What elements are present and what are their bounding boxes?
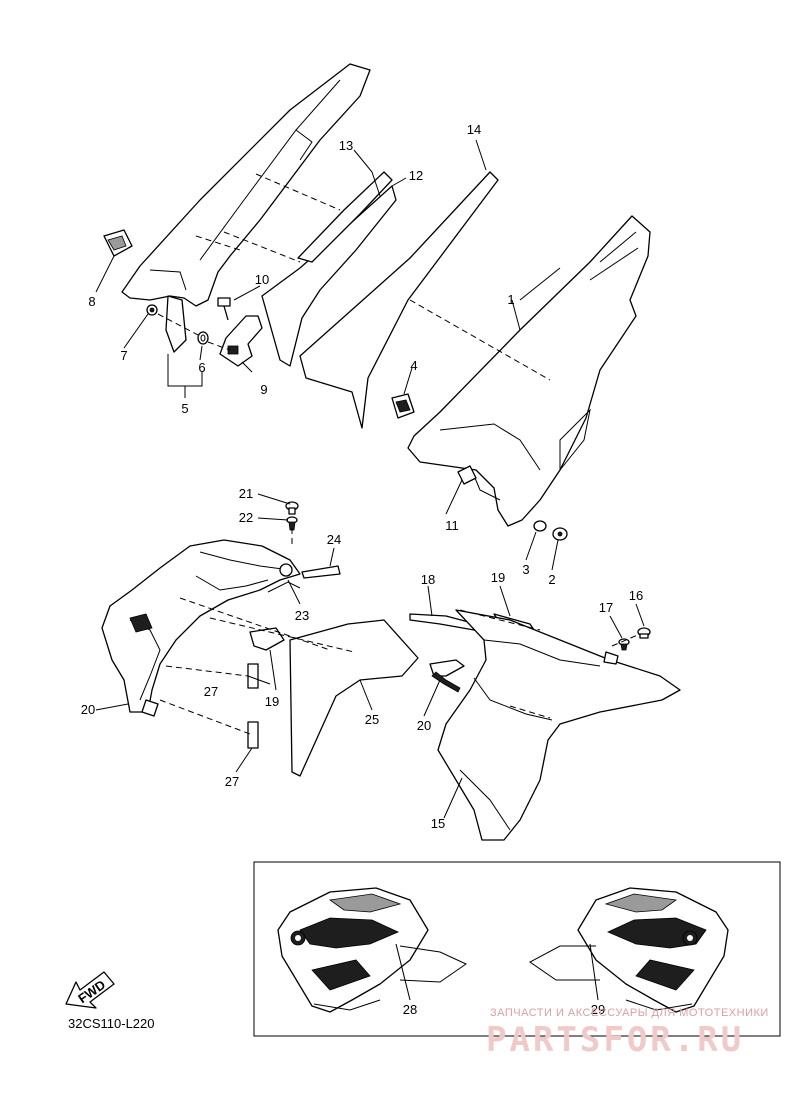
callout-6: 6 xyxy=(198,360,205,375)
callout-1: 1 xyxy=(507,292,514,307)
callout-21: 20 xyxy=(81,702,95,717)
part-25-strip xyxy=(301,565,341,579)
part-27-pad-lower xyxy=(247,721,259,749)
callout-19: 19 xyxy=(491,570,505,585)
part-20-pad-right xyxy=(429,659,465,677)
callout-9: 9 xyxy=(260,382,267,397)
callout-numbers: 14 13 12 1 10 8 7 6 9 5 4 11 3 2 21 22 2… xyxy=(81,122,643,1017)
part-26-sheet xyxy=(289,619,419,777)
callout-22: 21 xyxy=(239,486,253,501)
callout-12: 12 xyxy=(409,168,423,183)
callout-13: 13 xyxy=(339,138,353,153)
callout-26: 25 xyxy=(365,712,379,727)
callout-8: 8 xyxy=(88,294,95,309)
part-16-bolt xyxy=(637,627,651,639)
decal-29-right-graphic xyxy=(529,887,729,1013)
callout-18: 18 xyxy=(421,572,435,587)
diagram-code: 32CS110-L220 xyxy=(68,1016,155,1031)
leader-29 xyxy=(589,943,599,1001)
part-20-pad-right-edge xyxy=(431,671,461,693)
part-10-bolt xyxy=(217,297,231,321)
callout-27-lower: 27 xyxy=(225,774,239,789)
part-7-bolt xyxy=(146,304,158,316)
callout-20-right: 20 xyxy=(417,718,431,733)
callout-25: 24 xyxy=(327,532,341,547)
callout-5: 5 xyxy=(181,401,188,416)
callout-15: 15 xyxy=(431,816,445,831)
leader-28 xyxy=(395,943,411,1001)
callout-2: 2 xyxy=(548,572,555,587)
part-2-bolt xyxy=(552,527,568,541)
part-1-side-cover xyxy=(407,215,651,527)
fwd-arrow-icon: FWD xyxy=(65,971,115,1009)
callout-7: 7 xyxy=(120,348,127,363)
part-14-panel xyxy=(299,171,499,429)
part-6-washer xyxy=(197,331,209,345)
callout-24: 23 xyxy=(295,608,309,623)
part-9-nut xyxy=(227,345,239,355)
callout-4: 4 xyxy=(410,358,417,373)
part-9-bracket xyxy=(219,315,263,367)
part-13-strip xyxy=(297,171,393,263)
callout-10: 10 xyxy=(255,272,269,287)
callout-17: 17 xyxy=(599,600,613,615)
part-4-clip xyxy=(391,393,415,419)
decal-28-left-graphic xyxy=(277,887,468,1013)
part-frame-cover xyxy=(121,63,371,353)
callout-16: 16 xyxy=(629,588,643,603)
part-20-pad-left xyxy=(249,627,285,651)
callout-11: 11 xyxy=(445,518,459,533)
callout-29: 29 xyxy=(591,1002,605,1017)
part-8-clip xyxy=(103,229,133,257)
part-27-pad-upper xyxy=(247,663,259,689)
assembly-lines-lower xyxy=(159,528,641,735)
part-21-shroud xyxy=(101,539,301,717)
callout-23: 22 xyxy=(239,510,253,525)
leader-lines xyxy=(95,139,645,819)
assembly-lines-upper xyxy=(157,173,551,381)
callout-14: 14 xyxy=(467,122,481,137)
part-23-washer xyxy=(286,516,298,531)
part-17-washer xyxy=(618,638,630,651)
watermark-brand-logo: PARTSFOR.RU xyxy=(486,1020,745,1060)
callout-3: 3 xyxy=(522,562,529,577)
part-3-washer xyxy=(533,520,547,532)
callout-20-left: 19 xyxy=(265,694,279,709)
callout-27-upper: 27 xyxy=(204,684,218,699)
part-24-strip xyxy=(267,581,301,593)
watermark-tagline: ЗАПЧАСТИ И АКСЕССУАРЫ ДЛЯ МОТОТЕХНИКИ xyxy=(490,1007,769,1019)
callout-28: 28 xyxy=(403,1002,417,1017)
part-24-grommet xyxy=(279,563,293,577)
part-15-shroud xyxy=(437,609,681,841)
decal-inset-box xyxy=(253,861,781,1037)
